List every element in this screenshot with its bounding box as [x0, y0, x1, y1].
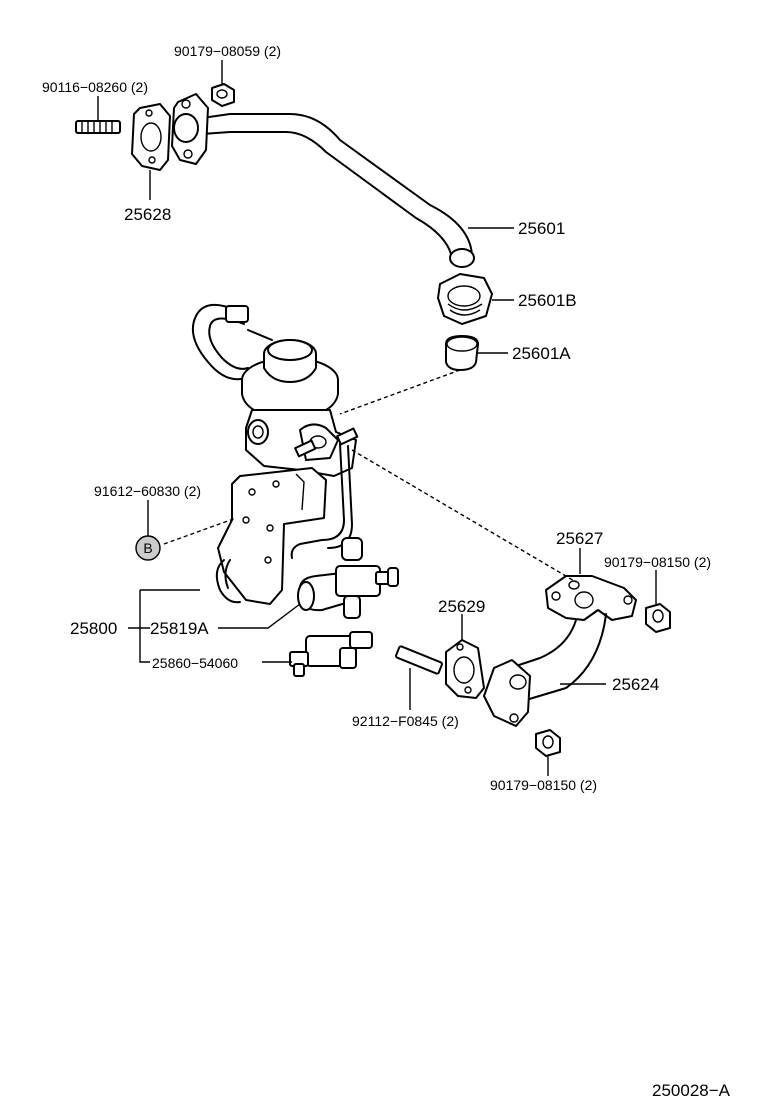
stud-body-2	[336, 427, 359, 446]
stud-bolt-lower	[395, 645, 443, 675]
label-90179-08150-bottom: 90179−08150 (2)	[490, 777, 597, 793]
label-25624: 25624	[612, 675, 659, 694]
label-25800: 25800	[70, 619, 117, 638]
label-25629: 25629	[438, 597, 485, 616]
nut-bottom	[535, 729, 561, 757]
diagram-reference-number: 250028−A	[652, 1081, 731, 1100]
reference-circle-b: B	[135, 535, 161, 561]
egr-pipe-25601	[171, 93, 475, 268]
label-25628: 25628	[124, 205, 171, 224]
stud-body-1	[294, 439, 317, 458]
union-nut-25601B	[437, 273, 493, 325]
nut-top	[211, 83, 235, 107]
ring-25601A	[445, 335, 479, 371]
gasket-25629	[445, 639, 485, 699]
label-25601: 25601	[518, 219, 565, 238]
label-25819A: 25819A	[150, 619, 209, 638]
vsv-solenoid-25819A	[297, 537, 399, 619]
reference-letter-b: B	[143, 540, 152, 556]
label-92112-F0845: 92112−F0845 (2)	[352, 713, 459, 729]
label-90116-08260: 90116−08260 (2)	[42, 79, 148, 95]
label-25860-54060: 25860−54060	[152, 655, 238, 671]
egr-pipe-25624	[483, 575, 637, 727]
label-25601B: 25601B	[518, 291, 577, 310]
label-91612-60830: 91612−60830 (2)	[94, 483, 201, 499]
vsv-valve-25860	[289, 631, 373, 677]
label-25601A: 25601A	[512, 344, 571, 363]
label-90179-08150-right: 90179−08150 (2)	[604, 554, 711, 570]
label-90179-08059: 90179−08059 (2)	[174, 43, 281, 59]
egr-valve-assembly	[192, 304, 359, 605]
stud-bolt-top	[75, 120, 121, 134]
gasket-25628	[131, 103, 171, 171]
nut-right	[645, 603, 671, 633]
label-25627: 25627	[556, 529, 603, 548]
